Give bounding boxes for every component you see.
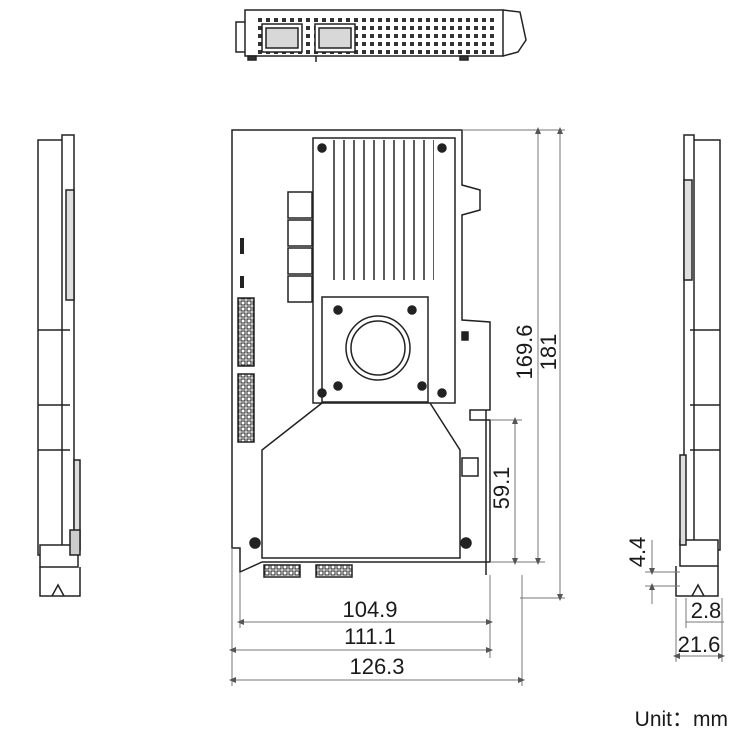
dim-111-1: 111.1 — [344, 624, 396, 649]
dim-104-9: 104.9 — [342, 597, 397, 622]
unit-label: Unit：mm — [634, 708, 728, 731]
dim-126-3: 126.3 — [349, 654, 404, 679]
dim-2-8: 2.8 — [691, 598, 722, 623]
top-view-bracket — [235, 9, 527, 62]
right-side-view — [675, 134, 721, 597]
dim-59-1: 59.1 — [489, 467, 514, 510]
dim-21-6: 21.6 — [678, 632, 721, 657]
dimension-lines — [229, 127, 725, 686]
dim-4-4: 4.4 — [625, 537, 650, 568]
dim-181: 181 — [536, 334, 561, 371]
left-side-view — [37, 134, 81, 597]
dim-169-6: 169.6 — [512, 324, 537, 379]
front-view-card — [231, 129, 491, 578]
